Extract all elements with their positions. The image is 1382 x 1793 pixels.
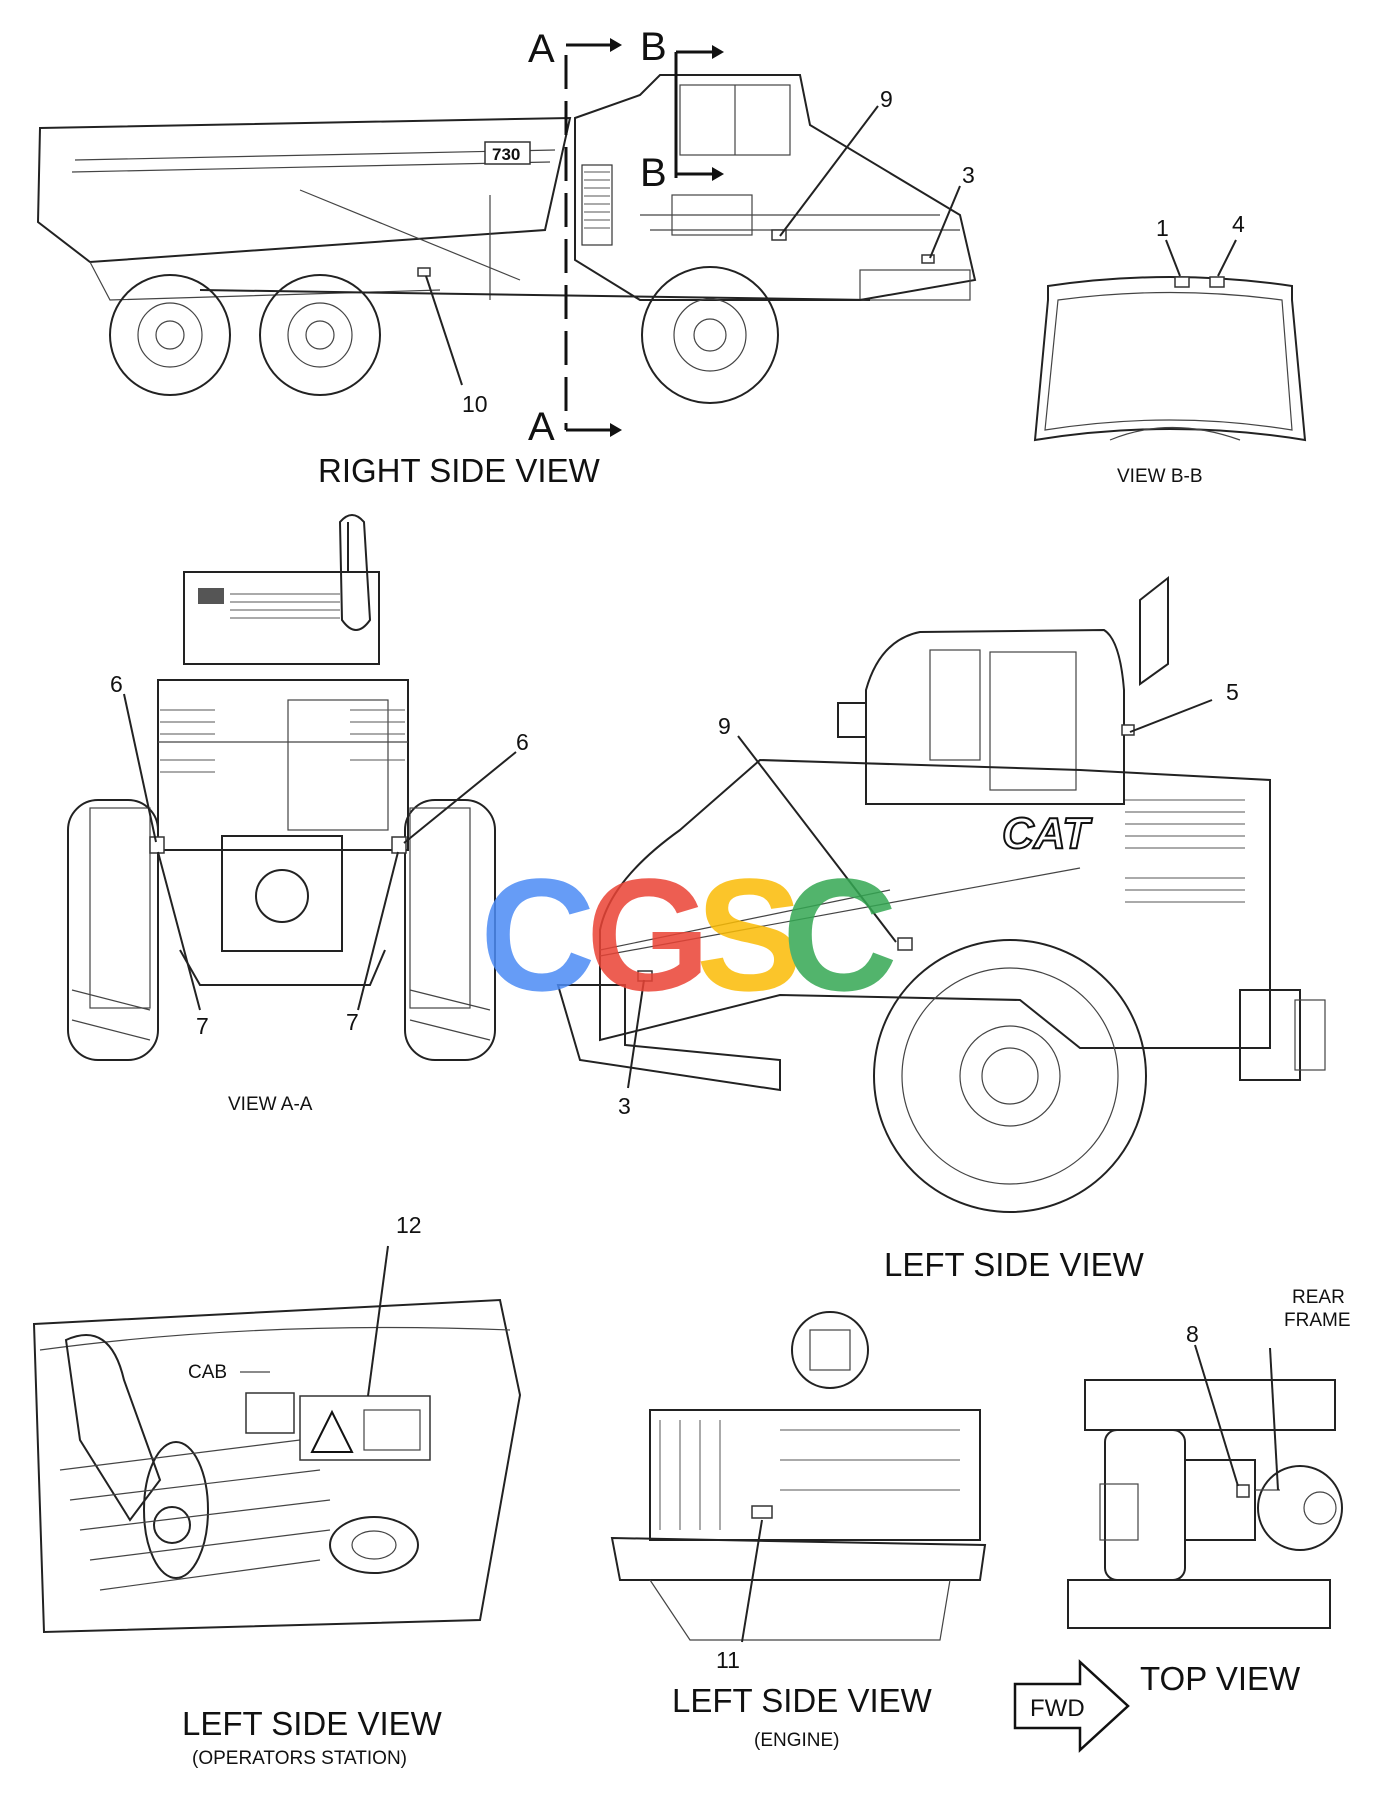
right-side-view-drawing: 730 [36, 74, 977, 404]
forward-arrow-icon [1013, 1659, 1130, 1753]
left-side-view-drawing: CAT [556, 575, 1326, 1213]
callout-3-left: 3 [618, 1093, 631, 1119]
callout-9-left: 9 [718, 713, 731, 739]
callout-1: 1 [1156, 215, 1169, 241]
engine-view-drawing [610, 1311, 987, 1643]
watermark-letter-g: G [586, 845, 710, 1024]
callout-10: 10 [462, 391, 488, 417]
callout-7-left: 7 [196, 1013, 209, 1039]
operators-station-title: LEFT SIDE VIEW [182, 1705, 443, 1742]
section-b-top-label: B [640, 25, 667, 69]
top-view-title: TOP VIEW [1140, 1660, 1301, 1697]
view-bb-drawing [1033, 239, 1307, 442]
callout-7-right: 7 [346, 1009, 359, 1035]
callout-3-right: 3 [962, 162, 975, 188]
view-aa-drawing [67, 514, 517, 1061]
engine-view-title: LEFT SIDE VIEW [672, 1682, 933, 1719]
callout-5: 5 [1226, 679, 1239, 705]
view-bb-title: VIEW B-B [1117, 466, 1203, 487]
section-a-top-label: A [528, 27, 555, 71]
operators-station-subtitle: (OPERATORS STATION) [192, 1748, 407, 1769]
rear-frame-label-line1: REAR [1292, 1287, 1345, 1308]
section-b-mid-label: B [640, 151, 667, 195]
callout-9-right: 9 [880, 86, 893, 112]
left-side-view-title: LEFT SIDE VIEW [884, 1246, 1145, 1283]
cab-label: CAB [188, 1362, 227, 1383]
watermark-letter-c1: C [480, 845, 596, 1024]
right-side-view-title: RIGHT SIDE VIEW [318, 452, 601, 489]
view-aa-title: VIEW A-A [228, 1094, 313, 1115]
top-view-drawing [1067, 1344, 1343, 1629]
engine-view-subtitle: (ENGINE) [754, 1730, 840, 1751]
callout-6-left: 6 [110, 671, 123, 697]
forward-arrow-label: FWD [1030, 1695, 1085, 1722]
callout-4: 4 [1232, 211, 1245, 237]
watermark-logo: C G S C [480, 845, 898, 1024]
callout-11: 11 [716, 1647, 740, 1673]
callout-12: 12 [396, 1212, 422, 1238]
section-a-bottom-label: A [528, 405, 555, 449]
model-badge-text: 730 [492, 145, 520, 164]
callout-6-right: 6 [516, 729, 529, 755]
brand-badge-text: CAT [1002, 809, 1092, 858]
operators-station-drawing [32, 1245, 522, 1634]
watermark-letter-s: S [696, 845, 803, 1024]
rear-frame-label-line2: FRAME [1284, 1310, 1351, 1331]
watermark-letter-c2: C [782, 845, 898, 1024]
callout-8: 8 [1186, 1321, 1199, 1347]
section-cut-lines [564, 38, 724, 437]
